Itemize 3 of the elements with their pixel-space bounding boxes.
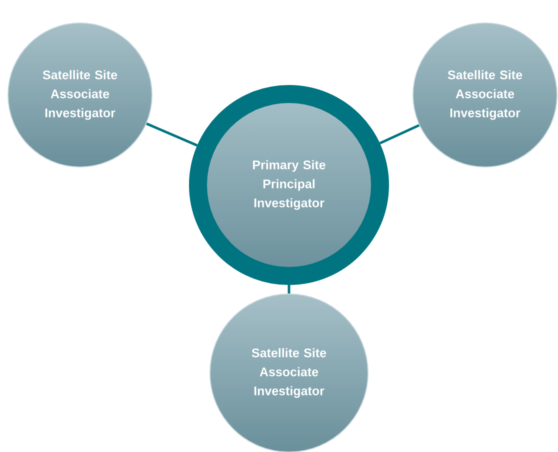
connector-line [146,122,198,147]
connector-line [288,285,290,294]
connector-line [379,124,420,144]
